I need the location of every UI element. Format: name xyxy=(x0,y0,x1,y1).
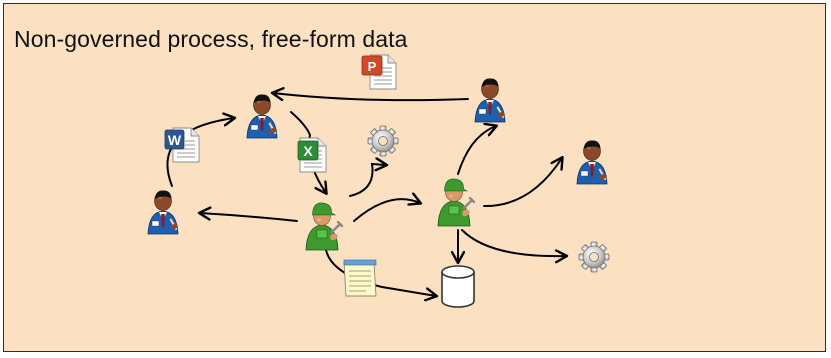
arrow-developer-left-to-gear-top xyxy=(349,164,386,197)
notes-document-icon xyxy=(343,259,377,297)
diagram-panel: Non-governed process, free-form data xyxy=(3,3,826,352)
business-user-icon xyxy=(474,77,506,123)
developer-icon xyxy=(304,201,344,252)
arrow-developer-left-to-database xyxy=(325,249,436,296)
business-user-icon xyxy=(576,139,608,185)
arrow-developer-center-to-bizuser-top-right xyxy=(457,126,496,175)
database-icon xyxy=(441,265,475,308)
developer-icon xyxy=(436,177,476,228)
diagram-title: Non-governed process, free-form data xyxy=(14,26,408,52)
svg-text:W: W xyxy=(168,132,182,148)
arrow-developer-left-to-developer-center xyxy=(353,199,420,222)
arrow-bizuser-top-right-to-bizuser-top-left xyxy=(273,93,469,100)
arrow-developer-left-to-bizuser-bottom-left xyxy=(200,213,298,222)
svg-text:X: X xyxy=(303,143,313,159)
svg-text:P: P xyxy=(368,59,377,74)
arrow-developer-center-to-gear-bottom xyxy=(461,229,566,256)
gear-icon xyxy=(578,241,610,273)
excel-document-icon: X xyxy=(297,137,327,173)
arrow-bizuser-top-left-to-developer-left xyxy=(290,111,326,193)
powerpoint-document-icon: P xyxy=(361,54,397,90)
gear-icon xyxy=(367,125,399,157)
word-document-icon: W xyxy=(164,127,200,163)
arrow-developer-center-to-bizuser-right xyxy=(483,158,562,208)
connector-arrows xyxy=(166,93,566,296)
business-user-icon xyxy=(147,189,179,235)
business-user-icon xyxy=(246,93,278,139)
